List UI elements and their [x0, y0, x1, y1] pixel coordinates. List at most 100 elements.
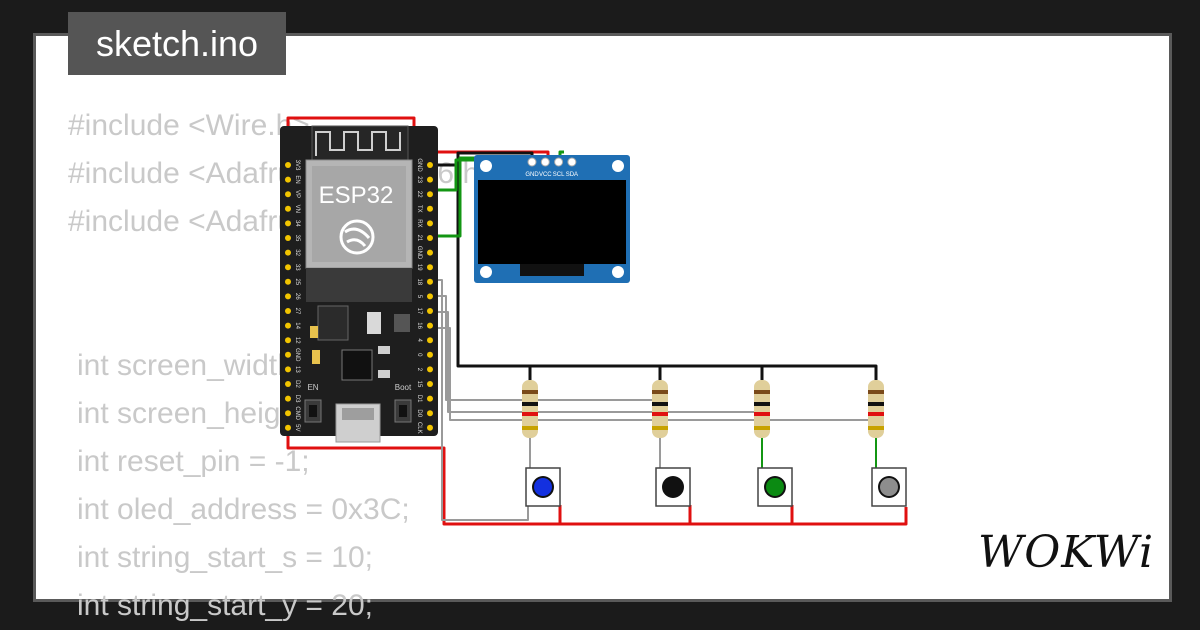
file-tab[interactable]: sketch.ino [68, 12, 286, 75]
esp32-pin[interactable] [427, 410, 433, 417]
esp32-pin-label: EN [294, 175, 300, 183]
esp32-pin[interactable] [427, 278, 433, 285]
reset-cap [367, 312, 381, 334]
esp32-shield [312, 166, 406, 262]
esp32-pin[interactable] [285, 191, 291, 198]
esp32-pin[interactable] [285, 176, 291, 183]
oled-pin[interactable] [554, 157, 564, 167]
esp32-pin-label: 23 [416, 176, 422, 183]
esp32-pin[interactable] [285, 424, 291, 431]
resistor[interactable] [754, 380, 770, 438]
esp32-pin[interactable] [427, 191, 433, 198]
oled-pin[interactable] [567, 157, 577, 167]
esp32-pin[interactable] [285, 205, 291, 212]
pushbutton[interactable] [757, 467, 793, 507]
esp32-pin-label: D1 [416, 395, 422, 403]
esp32-pin[interactable] [285, 162, 291, 168]
resistor-band [522, 426, 538, 430]
esp32-pin[interactable] [427, 162, 433, 168]
pushbutton-cap[interactable] [880, 478, 898, 496]
oled-pin[interactable] [540, 157, 550, 167]
resistor[interactable] [652, 380, 668, 438]
resistor-band [652, 390, 668, 394]
esp32-pin[interactable] [427, 205, 433, 212]
esp32-pin[interactable] [285, 322, 291, 329]
pushbutton-cap[interactable] [664, 478, 682, 496]
esp32-pin[interactable] [427, 381, 433, 387]
oled-pin-label: GND [525, 172, 539, 178]
wire-black-gnd-bus[interactable] [456, 165, 878, 380]
resistor[interactable] [868, 380, 884, 438]
esp32-pin[interactable] [427, 293, 433, 300]
esp32-pin-label: TX [416, 205, 422, 213]
esp32-pin[interactable] [285, 278, 291, 285]
esp32-pin[interactable] [427, 264, 433, 271]
smd-1 [394, 314, 410, 332]
smd-5 [378, 370, 390, 378]
code-line: int oled_address = 0x3C; [77, 493, 410, 526]
esp32-pin-label: VP [294, 190, 300, 198]
esp32-pin-label: 27 [294, 308, 300, 315]
boot-button-cap [399, 405, 407, 417]
esp32-pin[interactable] [427, 235, 433, 241]
esp32-pin-label: 17 [416, 308, 422, 315]
esp32-pin[interactable] [427, 220, 433, 227]
resistors [522, 380, 884, 438]
esp32-pin[interactable] [285, 220, 291, 227]
code-line: int string_start_s = 10; [77, 541, 373, 574]
esp32-pin[interactable] [427, 424, 433, 431]
esp32-pin[interactable] [427, 337, 433, 344]
resistor-band [868, 412, 884, 416]
en-button-cap [309, 405, 317, 417]
pushbutton-cap[interactable] [534, 478, 552, 496]
esp32-pin-label: D0 [416, 409, 422, 417]
code-line: int string_start_y = 20; [77, 589, 373, 622]
esp32-pin[interactable] [285, 381, 291, 387]
resistor-band [868, 426, 884, 430]
esp32-pin-label: 18 [416, 278, 422, 285]
esp32-pin[interactable] [427, 351, 433, 358]
esp32-pin-label: 35 [294, 235, 300, 242]
resistor-band [652, 412, 668, 416]
esp32-pin-label: 34 [294, 220, 300, 227]
left-pin-header: 3V3ENVPVN343532332526271412GND13D2D3CMD5… [285, 160, 300, 431]
pushbuttons [525, 467, 907, 507]
esp32-pin[interactable] [427, 308, 433, 314]
esp32-pin[interactable] [427, 176, 433, 183]
esp32-pin[interactable] [427, 395, 433, 402]
resistor[interactable] [522, 380, 538, 438]
esp32-pin-label: 33 [294, 264, 300, 271]
esp32-pin-label: 3V3 [294, 160, 300, 171]
esp32-pin[interactable] [285, 351, 291, 358]
esp32-pin[interactable] [427, 322, 433, 329]
oled-screen [478, 180, 626, 264]
esp32-pin[interactable] [285, 308, 291, 314]
esp32-pin[interactable] [285, 366, 291, 373]
esp32-pin[interactable] [427, 249, 433, 256]
code-line: int reset_pin = -1; [77, 445, 310, 478]
oled-pin-label: SDA [566, 172, 578, 178]
wokwi-logo: WOKWi [978, 527, 1155, 578]
ldo-regulator [317, 305, 349, 341]
esp32-pin-label: GND [416, 158, 422, 172]
pushbutton-cap[interactable] [766, 478, 784, 496]
wire-gray-3[interactable] [430, 311, 763, 505]
esp32-pin[interactable] [285, 410, 291, 417]
esp32-pin-label: 4 [416, 339, 422, 343]
esp32-pin[interactable] [285, 293, 291, 300]
esp32-pin[interactable] [285, 337, 291, 344]
oled-pin[interactable] [527, 157, 537, 167]
esp32-pin[interactable] [285, 395, 291, 402]
oled-hole-tl [480, 160, 492, 172]
esp32-pin[interactable] [285, 264, 291, 271]
esp32-pin[interactable] [285, 235, 291, 241]
esp32-pin[interactable] [285, 249, 291, 256]
esp32-pin[interactable] [427, 366, 433, 373]
oled-hole-bl [480, 266, 492, 278]
esp32-board[interactable]: ESP32 EN Boot 3V3ENVPVN34353233252627141… [280, 125, 438, 443]
boot-label: Boot [395, 383, 412, 392]
